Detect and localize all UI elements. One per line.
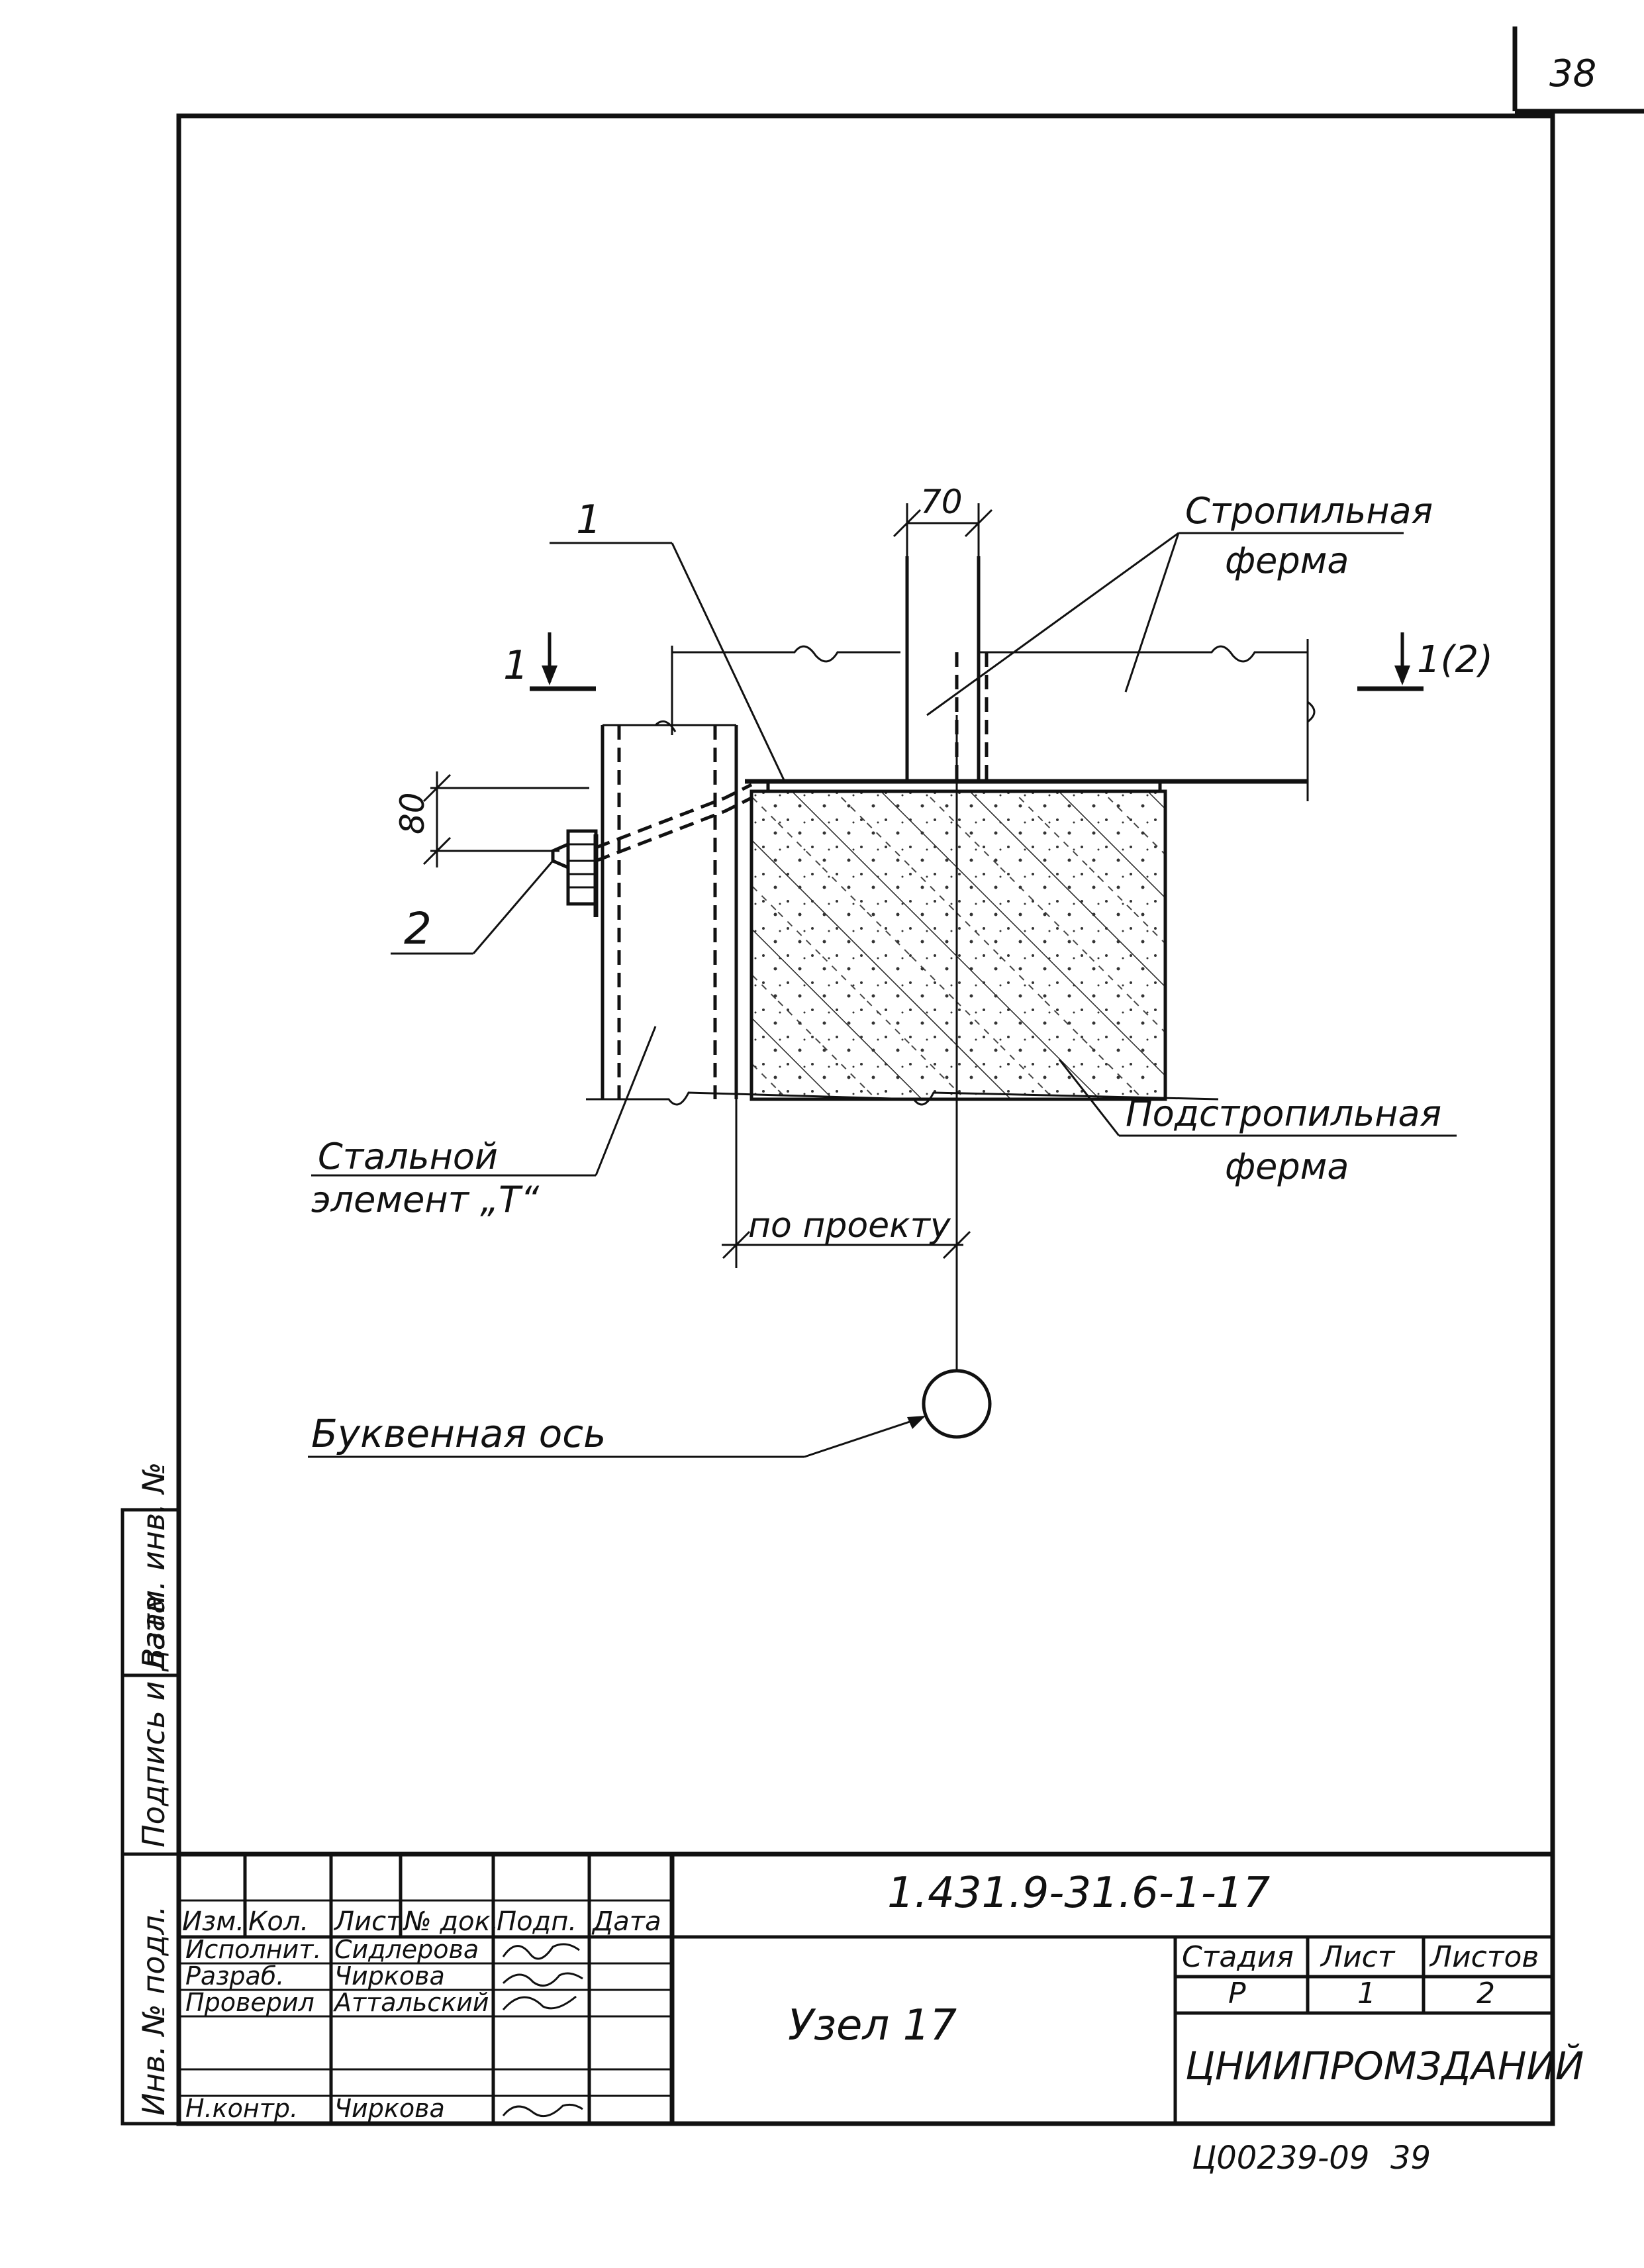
name-nkontr: Чиркова [334,2094,445,2123]
callout-1-leader [671,542,786,782]
dim-top-value: 70 [920,483,963,521]
sheets-value: 2 [1476,1977,1495,2010]
header-kol: Кол. [248,1906,309,1937]
org-name: ЦНИИПРОМЗДАНИЙ [1185,2043,1584,2089]
role-ispolnit: Исполнит. [185,1935,321,1964]
name-ispolnit: Сидлерова [334,1935,479,1964]
truss-break-line [672,645,1308,663]
header-podp: Подп. [497,1906,577,1937]
dim-bottom-value: по проекту [748,1206,951,1246]
stage-header: Стадия [1182,1940,1294,1974]
label-truss-top: Стропильная [1185,490,1433,532]
truss-right-break [1307,701,1316,723]
header-doc: № док. [403,1906,499,1937]
sheet-header: Лист [1320,1940,1396,1974]
signature-2 [502,1972,583,1987]
steel-t-top-break [654,720,677,732]
callout-2-leader [472,860,554,954]
sheet-frame [176,113,1555,2126]
side-stamp-inv-no: Инв. № подл. [136,1906,171,2116]
section-left-arrowhead [542,666,557,685]
title-block: Изм. Кол. Лист № док. Подп. Дата Исполни… [179,1851,1584,2124]
side-stamp: Взам. инв. № Подпись и дата Инв. № подл. [121,1462,181,2126]
stage-value: Р [1228,1977,1246,2010]
label-subtruss-top: Подстропильная [1126,1093,1441,1134]
name-razrab: Чиркова [334,1961,445,1991]
sheets-header: Листов [1429,1940,1539,1974]
header-list: Лист [333,1906,403,1937]
bottom-note: Ц00239-09 [1192,2140,1369,2177]
page-number: 38 [1549,52,1596,95]
signature-3 [502,1995,577,2010]
bottom-break-line [586,1091,1219,1106]
section-right-arrowhead [1394,666,1410,685]
sheet-value: 1 [1357,1977,1376,2010]
bottom-page: 39 [1390,2140,1431,2177]
role-razrab: Разраб. [185,1961,284,1991]
doc-code: 1.431.9-31.6-1-17 [887,1869,1271,1918]
header-izm: Изм. [182,1906,244,1937]
node-drawing: 70 80 1 [308,483,1493,1458]
dim-bottom-tick-l [722,1230,751,1259]
role-proveril: Проверил [185,1988,314,2017]
side-stamp-vzam: Взам. инв. № [136,1462,171,1669]
dim-80-tick-b [422,836,452,865]
truss-label-leader-2 [1124,532,1180,693]
label-steel-bottom: элемент „Т“ [311,1179,540,1220]
axis-label-leader [804,1416,924,1458]
label-axis: Буквенная ось [311,1411,606,1456]
side-stamp-sign-date: Подпись и дата [136,1595,171,1848]
callout-1-label: 1 [576,497,601,543]
section-right-label: 1(2) [1417,638,1493,681]
subtruss-outline [749,789,1167,1101]
signature-4 [502,2103,583,2118]
subtruss-dots [751,791,1165,1099]
letter-axis-circle [922,1369,992,1439]
axis-label-arrowhead [907,1416,926,1429]
role-nkontr: Н.контр. [185,2094,298,2123]
subtruss-label-leader [1058,1059,1120,1136]
dim-80-tick-t [422,773,452,803]
truss-label-leader-1 [926,532,1179,716]
label-truss-bottom: ферма [1225,540,1349,581]
name-proveril: Аттальский [332,1988,489,2017]
label-steel-top: Стальной [318,1136,498,1177]
label-subtruss-bottom: ферма [1225,1146,1349,1187]
header-data: Дата [591,1906,661,1937]
tie-rod [595,783,753,850]
tie-rod-2 [595,796,753,863]
drawing-title: Узел 17 [788,2001,957,2050]
dim-left-value: 80 [393,792,432,834]
callout-2-label: 2 [404,903,432,954]
bolt-assembly [551,829,599,917]
section-left-label: 1 [503,642,528,689]
steel-label-leader [595,1026,657,1176]
signature-1 [502,1943,580,1960]
